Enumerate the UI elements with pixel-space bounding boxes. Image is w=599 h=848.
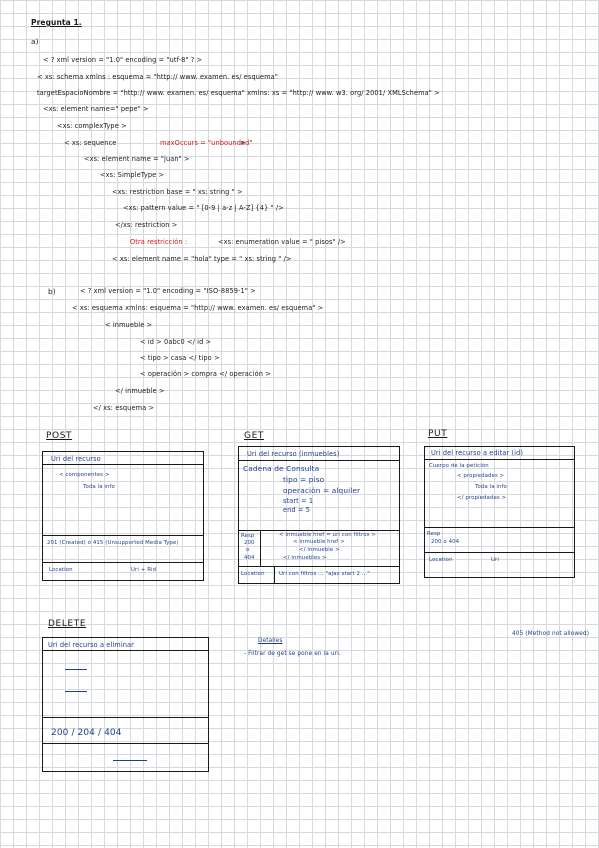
get-header-divider (239, 460, 399, 461)
get-location-label: Location (241, 571, 265, 577)
delete-location-divider (43, 743, 208, 744)
put-codes: 200 o 404 (431, 539, 460, 545)
esquema-close: </ xs: esquema > (93, 404, 155, 412)
post-status-codes: 201 (Created) o 415 (Unsupported Media T… (47, 540, 179, 546)
put-body-line-3: Toda la info (475, 484, 507, 490)
get-location-divider (239, 566, 399, 567)
simple-type: <xs: SimpleType > (100, 171, 165, 179)
put-body-line-4: </ propiedades > (457, 495, 507, 501)
put-response-divider (425, 527, 574, 528)
put-heading: PUT (428, 429, 448, 439)
element-juan: <xs: element name = "juan" > (84, 155, 190, 163)
restriction-close: </xs: restriction > (115, 221, 178, 229)
delete-blank-line-2 (65, 691, 87, 692)
get-uri-header: Uri del recurso (inmuebles) (247, 450, 340, 458)
post-location-divider (43, 562, 203, 563)
tipo-element: < tipo > casa </ tipo > (140, 354, 220, 362)
sequence-close-bracket: > (240, 139, 246, 147)
get-code-200: 200 (244, 540, 255, 546)
get-response-divider (239, 530, 399, 531)
delete-heading: DELETE (48, 619, 87, 629)
put-location-value: Uri (491, 557, 499, 563)
post-box: Uri del recurso < componentes > Toda la … (42, 451, 204, 581)
get-query-line-2: operación = alquiler (283, 486, 361, 495)
element-pepe: <xs: element name=" pepe" > (43, 105, 149, 113)
complex-type: <xs: complexType > (57, 122, 127, 130)
post-location-value: Uri + Rid (131, 567, 157, 573)
put-header-divider (425, 459, 574, 460)
get-resp-line-3: </ inmueble > (299, 547, 340, 553)
get-location-column-divider (274, 566, 275, 583)
inmueble-open: < inmueble > (105, 321, 153, 329)
get-resp-label: Resp (241, 533, 255, 539)
put-resp-label: Resp (427, 531, 441, 537)
delete-uri-header: Uri del recurso a eliminar (48, 641, 134, 649)
element-hola: < xs: element name = "hola" type = " xs:… (112, 255, 292, 263)
post-body-line-1: < componentes > (59, 472, 110, 478)
operacion-element: < operación > compra </ operación > (140, 370, 271, 378)
detalles-title: Detalles (258, 638, 283, 644)
put-body-line-2: < propiedades > (457, 473, 505, 479)
xml-declaration-b: < ? xml version = "1.0" encoding = "ISO-… (80, 287, 256, 295)
method-not-allowed-note: 405 (Method not allowed) (512, 631, 590, 637)
pattern-line: <xs: pattern value = " [0-9 | a-z | A-Z]… (123, 204, 284, 212)
put-box: Uri del recurso a editar (id) Cuerpo de … (424, 446, 575, 578)
get-location-value: Uri con filtros ... "ajax start 2 ..." (279, 571, 370, 577)
part-a-label: a) (31, 37, 39, 46)
get-heading: GET (244, 431, 264, 441)
delete-status-codes: 200 / 204 / 404 (51, 728, 122, 738)
post-location-label: Location (49, 567, 73, 573)
id-element: < id > 0abc0 </ id > (140, 338, 212, 346)
sequence-open: < xs: sequence (64, 139, 117, 147)
get-code-404: 404 (244, 555, 255, 561)
detalles-text: - Filtrar de get se pone en la uri. (244, 651, 341, 657)
get-resp-line-4: </ inmuebles > (283, 555, 327, 561)
schema-open: < xs: schema xmlns : esquema = "http:// … (37, 73, 278, 81)
get-query-label: Cadena de Consulta (243, 464, 320, 473)
get-response-column-divider (260, 530, 261, 566)
get-resp-line-1: < inmueble href = uri con filtros > (279, 532, 376, 538)
part-b-label: b) (48, 287, 56, 296)
put-body-line-1: Cuerpo de la petición (429, 463, 489, 469)
post-heading: POST (46, 431, 73, 441)
post-body-line-2: Toda la info (83, 484, 115, 490)
target-namespace-line: targetEspacioNombre = "http:// www. exam… (37, 89, 440, 97)
max-occurs-annotation: maxOccurs = "unbounded" (160, 139, 253, 147)
inmueble-close: </ inmueble > (115, 387, 165, 395)
get-code-or: o (246, 547, 250, 553)
other-restriction-note: Otra restricción : (130, 238, 188, 246)
delete-header-divider (43, 650, 208, 651)
get-query-line-4: end = 5 (283, 506, 311, 514)
put-location-label: Location (429, 557, 453, 563)
delete-blank-line-3 (113, 760, 147, 761)
page-title: Pregunta 1. (31, 18, 82, 27)
post-status-divider (43, 535, 203, 536)
enumeration-line: <xs: enumeration value = " pisos" /> (218, 238, 346, 246)
delete-box: Uri del recurso a eliminar 200 / 204 / 4… (42, 637, 209, 772)
put-uri-header: Uri del recurso a editar (id) (431, 449, 524, 457)
put-location-divider (425, 552, 574, 553)
post-header-divider (43, 464, 203, 465)
get-query-line-3: start = 1 (283, 497, 314, 505)
restriction-open: <xs: restriction base = " xs: string " > (112, 188, 243, 196)
delete-status-divider (43, 717, 208, 718)
xml-declaration: < ? xml version = "1.0" encoding = "utf-… (43, 56, 203, 64)
delete-blank-line-1 (65, 669, 87, 670)
get-box: Uri del recurso (inmuebles) Cadena de Co… (238, 446, 400, 584)
get-query-line-1: tipo = piso (283, 475, 325, 484)
post-uri-header: Uri del recurso (51, 455, 101, 463)
get-resp-line-2: < inmueble href > (293, 539, 345, 545)
esquema-open: < xs: esquema xmlns: esquema = "http:// … (72, 304, 324, 312)
